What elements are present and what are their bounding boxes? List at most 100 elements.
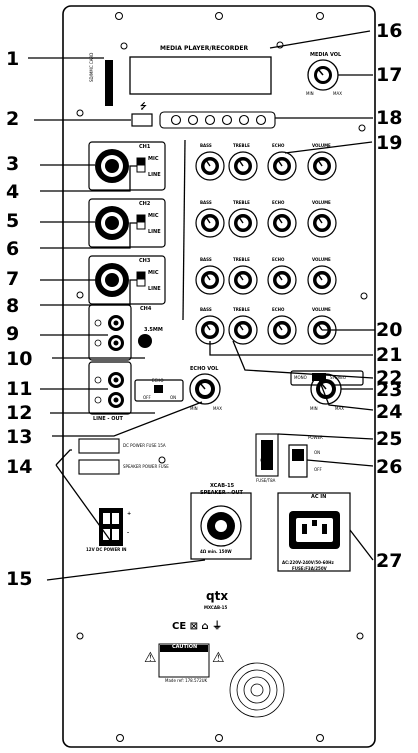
- ac-spec-2: FUSE:F3A/250V: [292, 566, 327, 571]
- knob-treble-row1[interactable]: [228, 151, 258, 181]
- ch1-label: CH1: [139, 144, 151, 150]
- xlr-combo-jacks[interactable]: [95, 149, 129, 297]
- line-out-label: LINE - OUT: [93, 416, 123, 422]
- power-switch[interactable]: [288, 444, 308, 478]
- knob-label-echo: ECHO: [272, 257, 285, 262]
- callout-6: 6: [6, 238, 20, 260]
- knob-treble-row3[interactable]: [228, 265, 258, 295]
- caution-label: CAUTION: [172, 644, 198, 650]
- mic-line-switches[interactable]: [136, 157, 146, 287]
- callout-1: 1: [6, 48, 20, 70]
- callout-24: 24: [376, 401, 403, 423]
- master-min-label: MIN: [310, 406, 318, 411]
- serial-label: Made ref: 178.572UK: [165, 678, 208, 683]
- media-vol-knob[interactable]: [307, 59, 339, 91]
- knob-label-echo: ECHO: [272, 143, 285, 148]
- media-buttons[interactable]: [159, 111, 276, 129]
- knob-label-bass: BASS: [200, 307, 212, 312]
- ch3-line-label: LINE: [148, 286, 161, 292]
- callout-14: 14: [6, 456, 33, 478]
- knob-label-volume: VOLUME: [312, 143, 331, 148]
- dc-power-terminal[interactable]: [99, 508, 123, 546]
- knob-treble-row4[interactable]: [228, 315, 258, 345]
- knob-volume-row3[interactable]: [307, 265, 337, 295]
- knob-echo-row3[interactable]: [267, 265, 297, 295]
- knob-label-volume: VOLUME: [312, 200, 331, 205]
- echo-vol-max-label: MAX: [213, 406, 222, 411]
- knob-echo-row4[interactable]: [267, 315, 297, 345]
- callout-9: 9: [6, 323, 20, 345]
- callout-23: 23: [376, 379, 403, 401]
- power-on-label: ON: [314, 450, 321, 455]
- callout-26: 26: [376, 456, 403, 478]
- echo-vol-knob[interactable]: [189, 373, 221, 405]
- knob-echo-row1[interactable]: [267, 151, 297, 181]
- fuse-holders: [78, 438, 120, 475]
- speaker-out-model: XCAB-15: [210, 483, 235, 489]
- ch2-line-label: LINE: [148, 229, 161, 235]
- aux-3-5mm-jack[interactable]: [138, 334, 152, 348]
- channel-knobs[interactable]: [195, 151, 337, 345]
- callout-2: 2: [6, 108, 20, 130]
- panel-outline: [62, 5, 376, 748]
- ch1-line-label: LINE: [148, 172, 161, 178]
- knob-label-echo: ECHO: [272, 200, 285, 205]
- echo-vol-min-label: MIN: [190, 406, 198, 411]
- ac-in-label: AC IN: [311, 494, 327, 500]
- knob-bass-row2[interactable]: [195, 208, 225, 238]
- ch4-label: CH4: [140, 306, 152, 312]
- knob-label-volume: VOLUME: [312, 257, 331, 262]
- media-display: [129, 56, 272, 95]
- callout-21: 21: [376, 344, 403, 366]
- ce-marks: CE ⊠ ⌂ ⏚: [172, 621, 223, 632]
- speakon-output[interactable]: [190, 492, 252, 560]
- knob-bass-row3[interactable]: [195, 265, 225, 295]
- knob-echo-row2[interactable]: [267, 208, 297, 238]
- callout-25: 25: [376, 428, 403, 450]
- knob-bass-row1[interactable]: [195, 151, 225, 181]
- warning-right-icon: ⚠: [212, 650, 225, 666]
- echo-off-label: OFF: [143, 395, 151, 400]
- knob-label-treble: TREBLE: [233, 257, 250, 262]
- knob-volume-row2[interactable]: [307, 208, 337, 238]
- callout-8: 8: [6, 295, 20, 317]
- usb-port[interactable]: [131, 113, 153, 127]
- warning-left-icon: ⚠: [144, 650, 157, 666]
- ac-inlet[interactable]: [277, 492, 351, 572]
- jack-3-5mm-label: 3.5MM: [144, 327, 163, 333]
- callout-16: 16: [376, 20, 403, 42]
- knob-label-volume: VOLUME: [312, 307, 331, 312]
- caution-box: [158, 643, 210, 678]
- model-label: MXCAB-15: [204, 605, 228, 610]
- mono-label: MONO: [294, 375, 307, 380]
- speaker-fuse-label: SPEAKER POWER FUSE: [123, 464, 169, 469]
- knob-bass-row4[interactable]: [195, 315, 225, 345]
- callout-22: 22: [376, 367, 403, 389]
- knob-label-bass: BASS: [200, 143, 212, 148]
- knob-volume-row1[interactable]: [307, 151, 337, 181]
- vent-grill: [229, 662, 285, 718]
- callout-4: 4: [6, 181, 20, 203]
- callout-18: 18: [376, 107, 403, 129]
- rca-jacks[interactable]: [94, 315, 124, 408]
- ch3-label: CH3: [139, 258, 151, 264]
- dc-minus-label: -: [127, 530, 130, 536]
- master-max-label: MAX: [335, 406, 344, 411]
- media-vol-max-label: MAX: [333, 91, 342, 96]
- echo-switch[interactable]: [154, 385, 163, 393]
- mains-fuse-holder[interactable]: [255, 433, 279, 477]
- ac-spec-1: AC:220V-240V/50-60Hz: [282, 560, 334, 565]
- knob-label-treble: TREBLE: [233, 307, 250, 312]
- ch3-mic-label: MIC: [148, 270, 159, 276]
- usb-icon: ⭍: [140, 102, 147, 111]
- echo-switch-label: ECHO: [152, 378, 164, 383]
- callout-17: 17: [376, 64, 403, 86]
- callout-20: 20: [376, 319, 403, 341]
- callout-5: 5: [6, 210, 20, 232]
- callout-19: 19: [376, 132, 403, 154]
- mono-stereo-switch[interactable]: [312, 373, 326, 381]
- sd-card-slot[interactable]: [105, 60, 113, 106]
- knob-treble-row2[interactable]: [228, 208, 258, 238]
- callout-12: 12: [6, 402, 33, 424]
- knob-label-bass: BASS: [200, 200, 212, 205]
